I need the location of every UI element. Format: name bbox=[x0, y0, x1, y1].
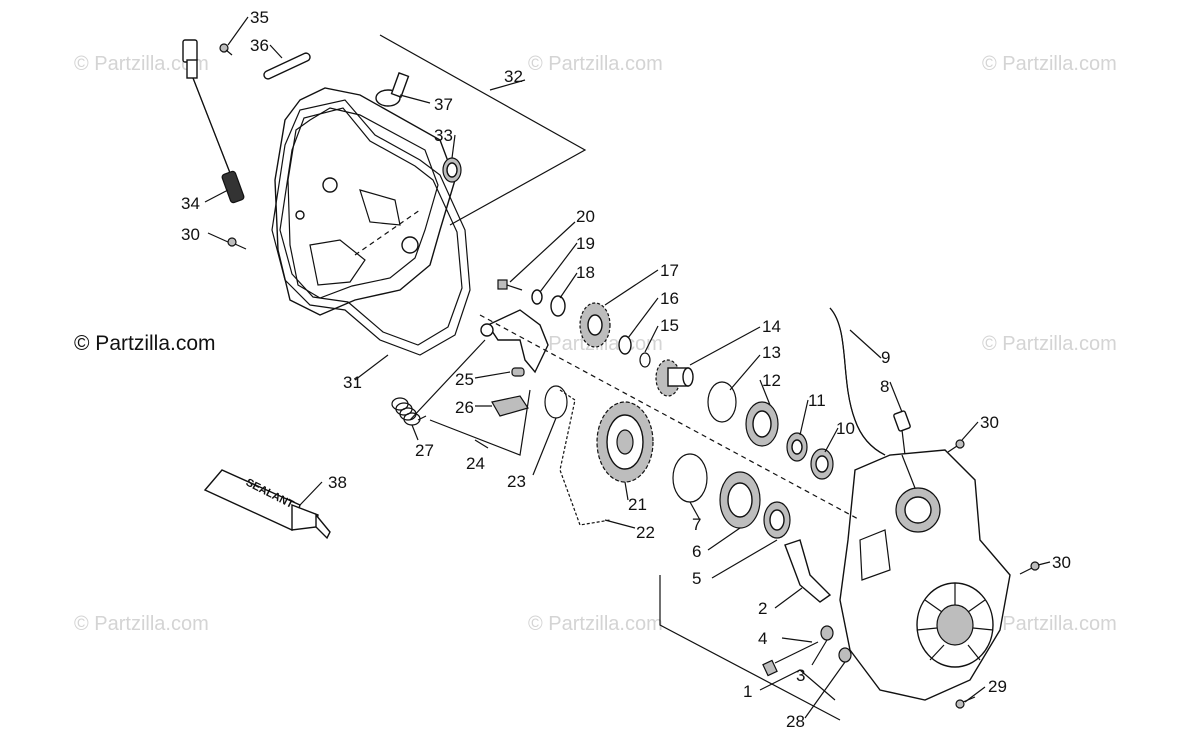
callout-26: 26 bbox=[455, 398, 474, 417]
callout-19: 19 bbox=[576, 234, 595, 253]
part-22-chain bbox=[559, 389, 611, 526]
copyright-notice: © Partzilla.com bbox=[74, 332, 216, 355]
part-1-inner-case bbox=[839, 449, 1011, 701]
callout-27: 27 bbox=[415, 441, 434, 460]
callout-5: 5 bbox=[692, 569, 701, 588]
callout-13: 13 bbox=[762, 343, 781, 362]
callout-1: 1 bbox=[743, 682, 752, 701]
part-26-shoe bbox=[491, 395, 529, 417]
callout-2: 2 bbox=[758, 599, 767, 618]
callouts: 1 2 3 4 5 6 7 8 9 10 11 12 13 14 15 16 1… bbox=[181, 8, 1071, 731]
leader-lines bbox=[204, 16, 1051, 721]
callout-38: 38 bbox=[328, 473, 347, 492]
part-29-screw bbox=[955, 696, 976, 709]
callout-28: 28 bbox=[786, 712, 805, 731]
part-31-gasket-inner bbox=[279, 107, 463, 346]
part-35-screw bbox=[219, 43, 233, 56]
callout-6: 6 bbox=[692, 542, 701, 561]
callout-29: 29 bbox=[988, 677, 1007, 696]
part-38-sealant-tube: SEALANT bbox=[203, 469, 331, 540]
part-12-bearing bbox=[745, 401, 779, 447]
watermark-6: © Partzilla.com bbox=[74, 613, 209, 635]
callout-30-right: 30 bbox=[980, 413, 999, 432]
part-23-ring bbox=[544, 385, 568, 419]
callout-21: 21 bbox=[628, 495, 647, 514]
part-13-o-ring bbox=[707, 381, 737, 423]
callout-14: 14 bbox=[762, 317, 781, 336]
part-30-screw-c bbox=[1019, 561, 1040, 575]
callout-12: 12 bbox=[762, 371, 781, 390]
callout-31: 31 bbox=[343, 373, 362, 392]
watermark-7: © Partzilla.com bbox=[528, 613, 663, 635]
watermark-8: © Partzilla.com bbox=[982, 613, 1117, 635]
part-15-clip bbox=[639, 352, 651, 368]
callout-4: 4 bbox=[758, 629, 767, 648]
callout-10: 10 bbox=[836, 419, 855, 438]
part-21-gear bbox=[596, 401, 654, 483]
callout-34: 34 bbox=[181, 194, 200, 213]
part-17-gear bbox=[579, 302, 611, 348]
part-14-sprocket bbox=[655, 359, 694, 397]
callout-16: 16 bbox=[660, 289, 679, 308]
part-8-fitting bbox=[893, 410, 911, 456]
part-3-washer bbox=[820, 625, 834, 641]
callout-11: 11 bbox=[808, 391, 826, 410]
callout-9: 9 bbox=[881, 348, 890, 367]
part-16-ring bbox=[618, 335, 632, 355]
part-27-spring bbox=[391, 397, 427, 426]
part-37-plug bbox=[375, 72, 410, 107]
part-25-pin bbox=[511, 367, 525, 377]
part-32-outer-cover bbox=[274, 87, 456, 316]
callout-7: 7 bbox=[692, 515, 701, 534]
part-30-screw-b bbox=[947, 439, 965, 453]
part-28-nut bbox=[838, 647, 852, 663]
callout-8: 8 bbox=[880, 377, 889, 396]
part-9-hose-inner bbox=[829, 307, 886, 456]
part-33-seal bbox=[442, 157, 462, 183]
part-10-seal bbox=[810, 448, 834, 480]
watermark-1: © Partzilla.com bbox=[74, 53, 209, 75]
callout-15: 15 bbox=[660, 316, 679, 335]
callout-18: 18 bbox=[576, 263, 595, 282]
part-36-link bbox=[263, 52, 311, 80]
callout-17: 17 bbox=[660, 261, 679, 280]
callout-3: 3 bbox=[796, 666, 805, 685]
part-11-seal bbox=[786, 432, 808, 462]
callout-23: 23 bbox=[507, 472, 526, 491]
callout-24: 24 bbox=[466, 454, 485, 473]
part-24-bracket bbox=[480, 309, 549, 374]
callout-22: 22 bbox=[636, 523, 655, 542]
part-34-cable bbox=[182, 39, 245, 204]
part-18-washer bbox=[550, 295, 566, 317]
part-20-bolt bbox=[497, 279, 523, 291]
part-31-gasket bbox=[271, 99, 471, 356]
watermark-3: © Partzilla.com bbox=[982, 53, 1117, 75]
callout-30-lower: 30 bbox=[1052, 553, 1071, 572]
part-7-o-ring bbox=[672, 453, 708, 503]
callout-30-left: 30 bbox=[181, 225, 200, 244]
part-4-bolt bbox=[762, 641, 819, 677]
callout-32: 32 bbox=[504, 67, 523, 86]
part-6-bearing bbox=[719, 471, 761, 529]
callout-20: 20 bbox=[576, 207, 595, 226]
callout-37: 37 bbox=[434, 95, 453, 114]
callout-25: 25 bbox=[455, 370, 474, 389]
callout-36: 36 bbox=[250, 36, 269, 55]
part-19-washer bbox=[531, 289, 543, 305]
part-2-bracket bbox=[784, 539, 832, 603]
watermark-2: © Partzilla.com bbox=[528, 53, 663, 75]
callout-35: 35 bbox=[250, 8, 269, 27]
part-5-seal bbox=[763, 501, 791, 539]
part-30-screw-a bbox=[227, 237, 247, 250]
callout-33: 33 bbox=[434, 126, 453, 145]
watermark-5: © Partzilla.com bbox=[982, 333, 1117, 355]
